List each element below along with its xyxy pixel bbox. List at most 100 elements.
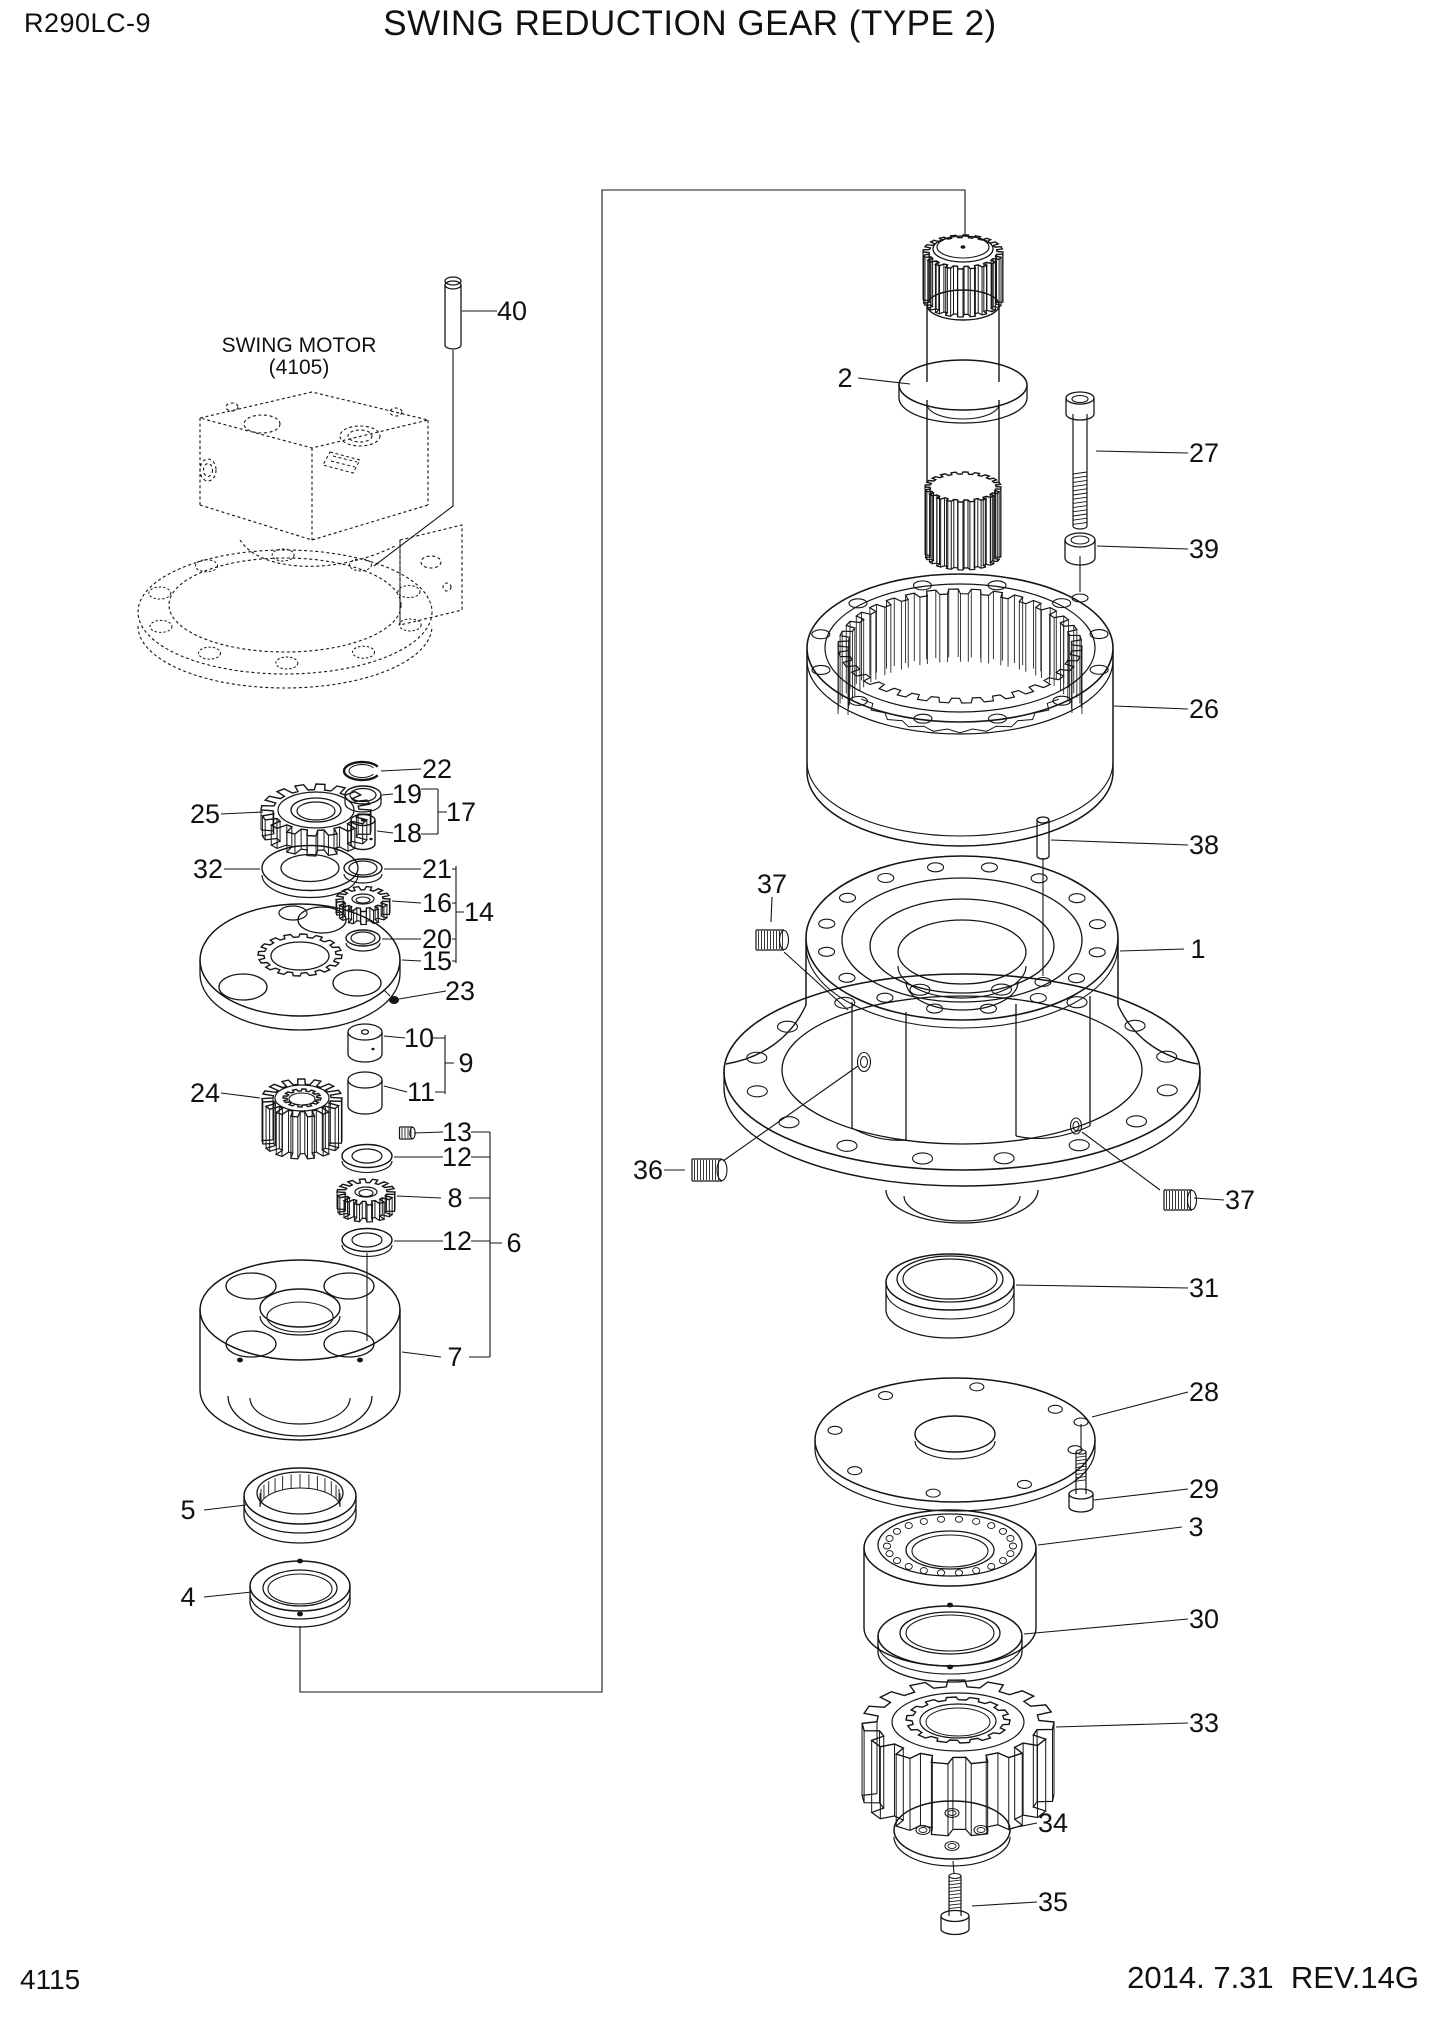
callout-8: 8 — [447, 1183, 462, 1213]
pin-38 — [1036, 816, 1050, 860]
leader-line — [220, 1092, 261, 1099]
leader-line — [857, 377, 911, 385]
swing-motor-label-line2: (4105) — [268, 356, 330, 379]
callout-20: 20 — [422, 924, 452, 954]
callout-28: 28 — [1189, 1377, 1219, 1407]
gear-8 — [336, 1178, 396, 1223]
callout-37a: 37 — [757, 869, 787, 899]
leader-line — [380, 768, 422, 772]
washer-12a — [341, 1143, 393, 1174]
callout-26: 26 — [1189, 694, 1219, 724]
callout-13: 13 — [442, 1117, 472, 1147]
swing-motor-label-line1: SWING MOTOR — [221, 334, 377, 357]
plug-36 — [691, 1158, 728, 1182]
ring-gear-26 — [806, 573, 1114, 847]
leader-line — [783, 951, 849, 1011]
callout-25: 25 — [190, 799, 220, 829]
leader-line — [1119, 948, 1185, 952]
callout-10: 10 — [404, 1023, 434, 1053]
snap-ring-22 — [342, 760, 379, 782]
callout-40: 40 — [497, 296, 527, 326]
leader-line — [413, 1131, 444, 1134]
washer-12b — [341, 1227, 393, 1258]
callout-30: 30 — [1189, 1604, 1219, 1634]
leader-line — [1015, 1284, 1189, 1289]
routing-lines — [299, 189, 1082, 1875]
ring-20 — [345, 929, 381, 952]
leader-line — [203, 1591, 253, 1598]
callout-33: 33 — [1189, 1708, 1219, 1738]
callout-23: 23 — [445, 976, 475, 1006]
callout-39: 39 — [1189, 534, 1219, 564]
leader-line — [1096, 545, 1189, 550]
page-title: SWING REDUCTION GEAR (TYPE 2) — [383, 4, 997, 43]
callout-29: 29 — [1189, 1474, 1219, 1504]
callout-3: 3 — [1188, 1512, 1203, 1542]
ring-19 — [344, 785, 382, 813]
revision-date: 2014. 7.31 REV.14G — [1127, 1960, 1419, 1995]
callout-31: 31 — [1189, 1273, 1219, 1303]
gear-24 — [261, 1078, 343, 1160]
washer-32 — [261, 844, 359, 899]
callout-34: 34 — [1038, 1808, 1068, 1838]
leader-line — [203, 1504, 247, 1511]
callout-15: 15 — [422, 946, 452, 976]
leader-line — [401, 959, 422, 962]
bushing-39 — [1064, 532, 1096, 566]
callout-27: 27 — [1189, 438, 1219, 468]
callout-4: 4 — [180, 1582, 195, 1612]
callout-32: 32 — [193, 854, 223, 884]
leader-line — [1113, 705, 1189, 710]
plate-34 — [893, 1800, 1011, 1867]
leader-line — [396, 1195, 442, 1199]
page-number: 4115 — [20, 1964, 81, 1995]
leader-line — [1091, 1391, 1189, 1418]
plug-13 — [398, 1126, 416, 1140]
callout-35: 35 — [1038, 1887, 1068, 1917]
bushing-11 — [347, 1071, 383, 1115]
callout-labels: 1234567891011121213141516171819202122232… — [180, 296, 1255, 1917]
callout-7: 7 — [447, 1342, 462, 1372]
callout-14: 14 — [464, 897, 494, 927]
leader-line — [383, 1085, 408, 1093]
carrier-15 — [199, 903, 401, 1031]
callout-22: 22 — [422, 754, 452, 784]
leader-line — [1093, 1488, 1189, 1501]
gear-33 — [861, 1679, 1055, 1837]
swing-motor — [137, 391, 463, 689]
plug-37-left — [755, 929, 790, 951]
leader-line — [1055, 1722, 1189, 1728]
model-code: R290LC-9 — [24, 8, 152, 38]
gear-16 — [335, 885, 391, 926]
leader-line — [381, 793, 394, 796]
bolt-35 — [940, 1872, 970, 1936]
leader-line — [770, 896, 773, 923]
leader-line — [1037, 1526, 1183, 1546]
hub-3 — [863, 1509, 1037, 1667]
seal-30 — [877, 1602, 1023, 1683]
bolt-29 — [1068, 1449, 1094, 1513]
shaft-2 — [898, 234, 1028, 571]
callout-9: 9 — [458, 1048, 473, 1078]
callout-19: 19 — [392, 779, 422, 809]
needle-bearing-5 — [243, 1467, 357, 1544]
leader-line — [1081, 1131, 1161, 1191]
plug-37-right — [1163, 1189, 1198, 1211]
leader-line — [391, 900, 422, 904]
leader-line — [1011, 1822, 1038, 1829]
plug-23 — [383, 989, 399, 1004]
leader-line — [722, 1065, 859, 1162]
callout-17: 17 — [446, 797, 476, 827]
leader-line — [1023, 1618, 1189, 1635]
callout-11: 11 — [407, 1077, 435, 1107]
leader-line — [398, 990, 447, 1000]
callout-12a: 12 — [442, 1142, 472, 1172]
leader-lines — [203, 310, 1225, 1907]
leader-line — [1050, 839, 1189, 846]
callout-12b: 12 — [442, 1226, 472, 1256]
leader-line — [220, 811, 264, 815]
leader-line — [1193, 1197, 1225, 1201]
pin-40 — [444, 276, 462, 350]
callout-37b: 37 — [1225, 1185, 1255, 1215]
